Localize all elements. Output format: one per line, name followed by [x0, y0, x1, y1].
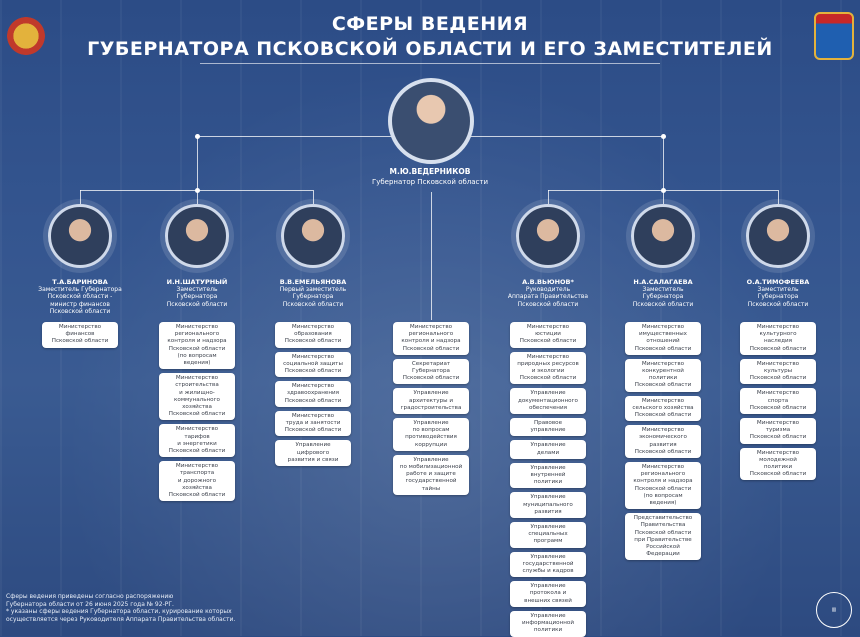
deputy-photo — [48, 204, 112, 268]
deputy-name: В.В.ЕМЕЛЬЯНОВА — [279, 278, 347, 286]
deputy-photo — [165, 204, 229, 268]
deputy-name: А.В.ВЬЮНОВ* — [522, 278, 574, 286]
deputy-role: Заместитель Губернатора Псковской област… — [166, 286, 228, 308]
department-box: Министерство строительства и жилищно- ко… — [159, 373, 235, 421]
title-line-2: ГУБЕРНАТОРА ПСКОВСКОЙ ОБЛАСТИ И ЕГО ЗАМЕ… — [87, 38, 773, 60]
deputy-photo — [516, 204, 580, 268]
department-box: Министерство экономического развития Пск… — [625, 425, 701, 459]
connector-dot — [195, 188, 200, 193]
department-list: Министерство образования Псковской облас… — [275, 322, 351, 467]
department-box: Управление цифрового развития и связи — [275, 440, 351, 467]
deputy-card: В.В.ЕМЕЛЬЯНОВА Первый заместитель Губерн… — [263, 204, 363, 316]
connector — [548, 190, 549, 204]
connector — [778, 190, 779, 204]
department-box: Министерство имущественных отношений Пск… — [625, 322, 701, 355]
governor-name: М.Ю.ВЕДЕРНИКОВ — [389, 167, 471, 176]
department-box: Министерство природных ресурсов и эколог… — [510, 351, 586, 385]
deputy-role: Заместитель Губернатора Псковской област… — [747, 286, 809, 308]
connector-dot — [661, 134, 666, 139]
department-box: Правовое управление — [510, 418, 586, 437]
deputy-role: Заместитель Губернатора Псковской област… — [38, 286, 122, 315]
deputy-photo — [281, 204, 345, 268]
department-box: Управление государственной службы и кадр… — [510, 551, 586, 578]
department-box: Министерство транспорта и дорожного хозя… — [159, 461, 235, 502]
department-box: Секретариат Губернатора Псковской област… — [393, 358, 469, 385]
connector — [663, 136, 664, 204]
deputy-card: И.Н.ШАТУРНЫЙ Заместитель Губернатора Пск… — [147, 204, 247, 316]
deputy-card: А.В.ВЬЮНОВ* Руководитель Аппарата Правит… — [498, 204, 598, 316]
page-title: СФЕРЫ ВЕДЕНИЯ ГУБЕРНАТОРА ПСКОВСКОЙ ОБЛА… — [0, 12, 860, 62]
connector-dot — [661, 188, 666, 193]
department-box: Представительство Правительства Псковско… — [625, 513, 701, 561]
department-box: Министерство социальной защиты Псковской… — [275, 351, 351, 378]
deputy-card: Н.А.САЛАГАЕВА Заместитель Губернатора Пс… — [613, 204, 713, 316]
publisher-logo-icon: ▥ — [816, 592, 852, 628]
deputy-card: Т.А.БАРИНОВА Заместитель Губернатора Пск… — [30, 204, 130, 316]
department-box: Министерство культурного наследия Псковс… — [740, 322, 816, 355]
department-box: Управление документационного обеспечения — [510, 388, 586, 415]
department-box: Управление архитектуры и градостроительс… — [393, 388, 469, 415]
department-box: Министерство молодежной политики Псковск… — [740, 447, 816, 481]
department-box: Управление муниципального развития — [510, 492, 586, 519]
governor-role: Губернатор Псковской области — [371, 178, 489, 186]
department-box: Министерство регионального контроля и на… — [393, 322, 469, 355]
department-box: Министерство юстиции Псковской области — [510, 322, 586, 348]
deputy-role: Заместитель Губернатора Псковской област… — [632, 286, 694, 308]
department-box: Министерство конкурентной политики Псков… — [625, 358, 701, 392]
deputy-role: Руководитель Аппарата Правительства Пско… — [507, 286, 589, 308]
department-box: Министерство финансов Псковской области — [42, 322, 118, 348]
deputy-name: О.А.ТИМОФЕЕВА — [746, 278, 810, 286]
deputy-card: О.А.ТИМОФЕЕВА Заместитель Губернатора Пс… — [728, 204, 828, 316]
pskov-coat-of-arms-icon — [814, 12, 854, 60]
department-box: Министерство спорта Псковской области — [740, 388, 816, 415]
department-box: Управление информационной политики — [510, 610, 586, 637]
department-box: Министерство регионального контроля и на… — [159, 322, 235, 370]
department-box: Министерство образования Псковской облас… — [275, 322, 351, 348]
department-box: Управление делами — [510, 440, 586, 459]
department-box: Министерство регионального контроля и на… — [625, 462, 701, 510]
russia-coat-of-arms-icon — [6, 12, 46, 60]
connector — [80, 190, 81, 204]
department-box: Министерство труда и занятости Псковской… — [275, 410, 351, 437]
department-box: Управление специальных программ — [510, 522, 586, 548]
department-box: Министерство здравоохранения Псковской о… — [275, 381, 351, 407]
deputy-name: Т.А.БАРИНОВА — [52, 278, 108, 286]
department-box: Министерство культуры Псковской области — [740, 358, 816, 385]
department-box: Управление по мобилизационной работе и з… — [393, 454, 469, 495]
department-list: Министерство финансов Псковской области — [42, 322, 118, 348]
deputy-photo — [746, 204, 810, 268]
department-box: Министерство сельского хозяйства Псковск… — [625, 395, 701, 422]
department-list: Министерство регионального контроля и на… — [393, 322, 469, 495]
footer-note: Сферы ведения приведены согласно распоря… — [6, 593, 236, 623]
department-box: Управление по вопросам противодействия к… — [393, 418, 469, 451]
connector — [197, 136, 198, 204]
governor-photo — [388, 78, 474, 164]
deputy-name: И.Н.ШАТУРНЫЙ — [166, 278, 228, 286]
deputy-name: Н.А.САЛАГАЕВА — [633, 278, 693, 286]
department-list: Министерство регионального контроля и на… — [159, 322, 235, 502]
title-line-1: СФЕРЫ ВЕДЕНИЯ — [331, 13, 529, 35]
department-box: Министерство тарифов и энергетики Псковс… — [159, 424, 235, 458]
department-box: Министерство туризма Псковской области — [740, 418, 816, 444]
connector-dot — [195, 134, 200, 139]
connector — [313, 190, 314, 204]
department-box: Управление протокола и внешних связей — [510, 581, 586, 607]
deputy-photo — [631, 204, 695, 268]
department-box: Управление внутренней политики — [510, 462, 586, 489]
connector — [431, 192, 432, 320]
deputy-role: Первый заместитель Губернатора Псковской… — [279, 286, 347, 308]
department-list: Министерство имущественных отношений Пск… — [625, 322, 701, 561]
title-divider — [200, 63, 660, 64]
department-list: Министерство культурного наследия Псковс… — [740, 322, 816, 481]
